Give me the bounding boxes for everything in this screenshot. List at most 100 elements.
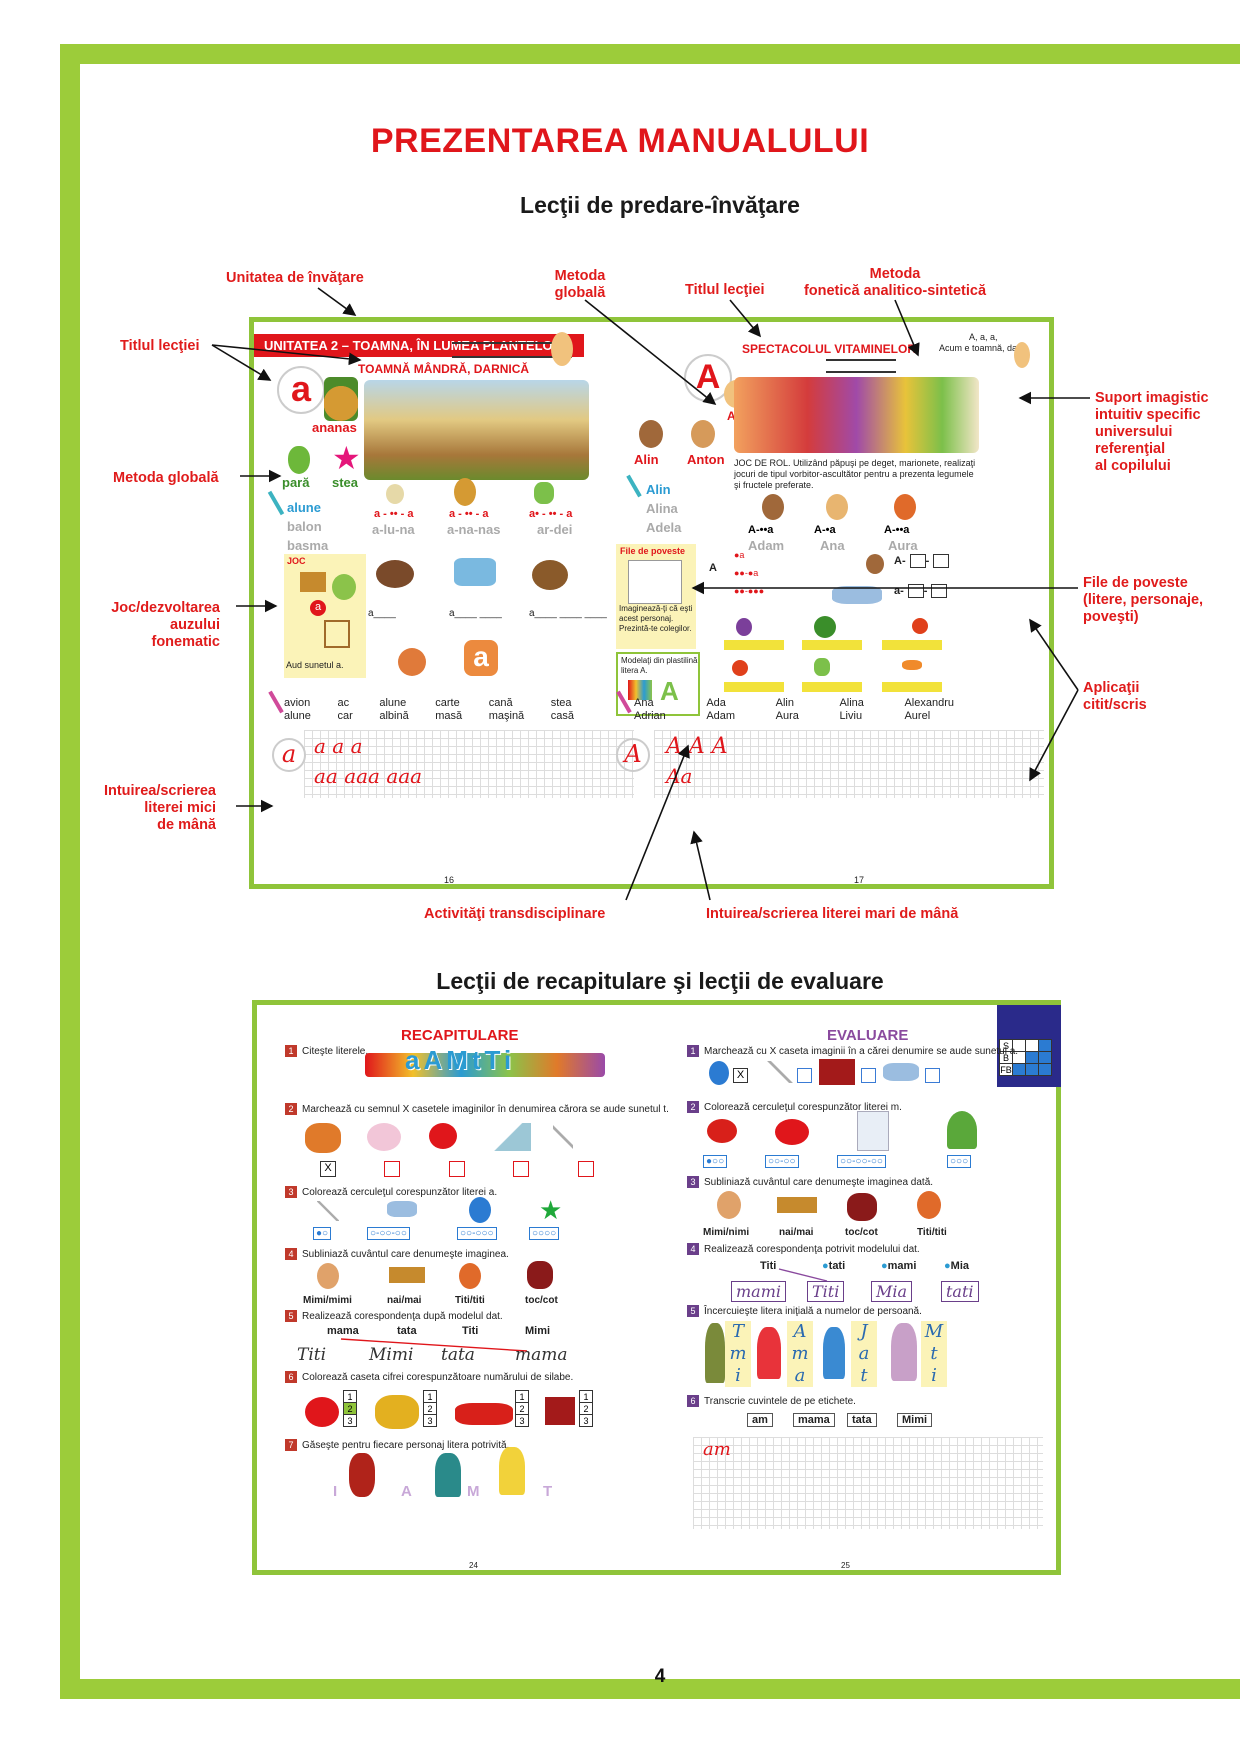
circle-box[interactable]: ○○○ <box>947 1155 972 1168</box>
letter-A-tree: A <box>709 562 717 574</box>
blank-line: a____ ____ ____ <box>529 608 607 619</box>
annotation-line: fonetică analitico-sintetică <box>803 283 987 299</box>
fill-box[interactable] <box>909 554 926 568</box>
num-cell[interactable]: 1 <box>343 1390 357 1403</box>
num-cell[interactable]: 2 <box>423 1402 437 1415</box>
num-cell[interactable]: 3 <box>579 1414 593 1427</box>
pepper-icon <box>534 482 554 504</box>
annotation-line: universului <box>1095 424 1173 440</box>
circle-box[interactable]: ○○-○○ <box>765 1155 799 1168</box>
circle-box[interactable]: ●○ <box>313 1227 332 1240</box>
num-cell[interactable]: 3 <box>515 1414 529 1427</box>
num-cell[interactable]: 3 <box>343 1414 357 1427</box>
initial-letter[interactable]: a <box>794 1365 806 1386</box>
word: stea <box>550 697 572 709</box>
num-cell[interactable]: 2 <box>579 1402 593 1415</box>
letter-a: a <box>290 368 312 409</box>
initial-letter[interactable]: m <box>791 1343 809 1364</box>
handwriting-grid-eval[interactable]: am <box>693 1437 1043 1529</box>
answer-checkbox[interactable] <box>513 1160 530 1177</box>
word-choice[interactable]: Mimi/nimi <box>703 1227 750 1238</box>
grade-cell[interactable] <box>1012 1063 1026 1076</box>
word-choice[interactable]: toc/cot <box>525 1295 558 1306</box>
answer-checkbox[interactable] <box>797 1068 812 1084</box>
grade-cell[interactable] <box>1025 1051 1039 1064</box>
initial-letter[interactable]: t <box>930 1343 938 1364</box>
grade-cell[interactable] <box>1038 1039 1052 1052</box>
letter-badge-a: a <box>277 366 325 414</box>
task-text: Găseşte pentru fiecare personaj litera p… <box>302 1440 510 1451</box>
name: Alina <box>839 697 864 709</box>
match-stroke <box>778 1268 828 1282</box>
cursive-letter: a <box>281 740 297 768</box>
word-list-left: alune balon basma <box>287 498 328 555</box>
pear-icon <box>288 446 310 474</box>
cursive-label[interactable]: mami <box>731 1281 786 1302</box>
initial-letter[interactable]: M <box>924 1321 944 1342</box>
annotation-game: Joc/dezvoltarea auzului fonematic <box>70 600 220 651</box>
grade-cell[interactable] <box>1025 1039 1039 1052</box>
circle-box[interactable]: ○○○○ <box>529 1227 560 1240</box>
initial-letter[interactable]: A <box>793 1321 807 1342</box>
word-choice[interactable]: toc/cot <box>845 1227 878 1238</box>
word-choice[interactable]: Titi/titi <box>917 1227 947 1238</box>
circle-box[interactable]: ○-○○-○○ <box>367 1227 410 1240</box>
initial-letter[interactable]: J <box>860 1321 868 1342</box>
cursive-label[interactable]: tati <box>941 1281 979 1302</box>
answer-checkbox[interactable]: X <box>733 1068 748 1084</box>
grade-panel: S B FB <box>997 1005 1061 1087</box>
grade-cell[interactable] <box>1038 1051 1052 1064</box>
answer-checkbox[interactable] <box>384 1160 401 1177</box>
boy-icon <box>398 648 426 676</box>
initial-letter[interactable]: m <box>729 1343 747 1364</box>
chair-icon <box>324 620 350 648</box>
word-choice[interactable]: nai/mai <box>779 1227 814 1238</box>
letter-choice[interactable]: T <box>543 1483 553 1500</box>
poppy-icon <box>707 1119 737 1143</box>
initial-letter[interactable]: i <box>735 1365 741 1386</box>
name: Alexandru <box>904 697 954 709</box>
answer-checkbox[interactable] <box>861 1068 876 1084</box>
num-cell[interactable]: 3 <box>423 1414 437 1427</box>
word-choice[interactable]: nai/mai <box>387 1295 422 1306</box>
letter-choice[interactable]: I <box>333 1483 338 1500</box>
circle-box[interactable]: ○○-○○-○○ <box>837 1155 886 1168</box>
letter-choice[interactable]: M <box>467 1483 480 1500</box>
initial-letter[interactable]: t <box>860 1365 868 1386</box>
num-cell[interactable]: 1 <box>579 1390 593 1403</box>
circle-box[interactable]: ●○○ <box>703 1155 728 1168</box>
initial-letter[interactable]: T <box>731 1321 744 1342</box>
section-title-teaching: Lecţii de predare-învăţare <box>520 192 800 218</box>
initial-letter[interactable]: i <box>931 1365 937 1386</box>
cursive-label[interactable]: Mia <box>871 1281 913 1302</box>
circle-box[interactable]: ○○-○○○ <box>457 1227 497 1240</box>
answer-checkbox[interactable] <box>925 1068 940 1084</box>
checkbox <box>861 1067 876 1085</box>
name: Adrian <box>634 710 666 722</box>
num-cell[interactable]: 1 <box>423 1390 437 1403</box>
annotation-transdisciplinary: Activităţi transdisciplinare <box>424 906 606 922</box>
answer-checkbox[interactable] <box>448 1160 465 1177</box>
num-cell[interactable]: 1 <box>515 1390 529 1403</box>
girl-mimi-icon <box>317 1263 339 1289</box>
letter-choice[interactable]: A <box>401 1483 412 1500</box>
boy-titi-icon <box>917 1191 941 1219</box>
word-choice[interactable]: Mimi/mimi <box>303 1295 352 1306</box>
initial-letter[interactable]: a <box>858 1343 870 1364</box>
word-para: pară <box>282 475 310 490</box>
answer-checkbox[interactable] <box>577 1160 594 1177</box>
annotation-visual-support: Suport imagistic intuitiv specific unive… <box>1095 390 1209 475</box>
answer-checkbox[interactable]: X <box>320 1160 336 1177</box>
annotation-lesson-title-right: Titlul lecţiei <box>685 282 765 298</box>
fill-box[interactable] <box>933 554 950 568</box>
num-cell[interactable]: 2 <box>343 1402 357 1415</box>
num-cell[interactable]: 2 <box>515 1402 529 1415</box>
star-icon: ★ <box>539 1195 563 1225</box>
cursive-label[interactable]: Titi <box>807 1281 845 1302</box>
grade-cell[interactable] <box>1025 1063 1039 1076</box>
task-number: 5 <box>285 1310 297 1322</box>
match-line <box>778 1268 828 1282</box>
word-choice[interactable]: Titi/titi <box>455 1295 485 1306</box>
grade-cell[interactable] <box>1038 1063 1052 1076</box>
